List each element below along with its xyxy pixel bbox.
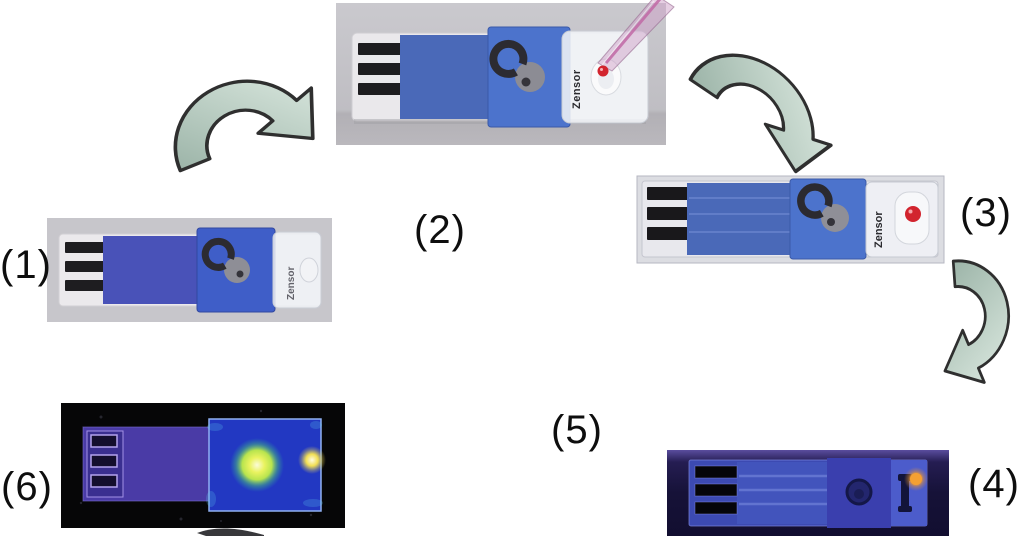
photo-step-1: Zensor <box>47 218 332 322</box>
photo-step-6 <box>61 403 345 528</box>
arrow-shape <box>943 259 1010 384</box>
arrow-shape <box>688 53 833 174</box>
step-label-1: (1) <box>0 243 52 287</box>
working-electrode-ring <box>489 39 545 92</box>
brand-text-vertical: Zensor <box>873 211 885 248</box>
sample-well <box>299 257 319 283</box>
red-sample-glint <box>908 209 913 214</box>
blue-strip-uv <box>737 462 831 524</box>
working-electrode-ring-uv <box>845 478 873 506</box>
sample-drop-glint <box>600 68 603 71</box>
arrowhead-shape <box>197 528 264 536</box>
step-label-6: (6) <box>1 465 53 509</box>
orange-fluorescent-dot <box>910 473 922 485</box>
background-noise <box>79 409 313 522</box>
photo-step-2: Zensor <box>336 0 675 145</box>
electrode-pads <box>90 434 118 488</box>
working-electrode-ring <box>201 237 250 283</box>
photo-step-3: Zensor <box>636 175 945 264</box>
step-label-5: (5) <box>551 408 603 452</box>
small-fluorescent-spot <box>298 446 326 474</box>
electrode-pads <box>647 187 691 240</box>
brand-text-vertical: Zensor <box>571 69 583 109</box>
electrode-chip-device: Zensor <box>351 0 675 128</box>
brand-text-vertical: Zensor <box>286 267 297 300</box>
electrode-pads <box>358 43 404 95</box>
pipette-tip-icon <box>597 0 675 72</box>
arrow-shape <box>173 79 315 173</box>
strip-striations <box>739 474 829 506</box>
sample-drop <box>597 65 609 77</box>
uv-lit-device <box>82 418 326 512</box>
curved-arrow-step1-to-step2 <box>173 79 315 173</box>
curved-arrow-step3-to-step4 <box>943 259 1010 384</box>
step-label-2: (2) <box>414 208 466 252</box>
partial-arrowhead <box>197 528 264 536</box>
red-sample-dot <box>905 206 921 222</box>
step-label-4: (4) <box>968 462 1020 506</box>
clear-reservoir-piece: Zensor <box>865 181 939 258</box>
electrode-pads <box>694 465 738 515</box>
clear-reservoir-piece: Zensor <box>272 231 322 309</box>
uv-lit-device <box>688 458 928 528</box>
electrode-chip-device: Zensor <box>58 227 322 313</box>
step-label-3: (3) <box>960 191 1012 235</box>
curved-arrow-step2-to-step3 <box>688 53 833 174</box>
electrode-pads <box>65 242 107 291</box>
electrode-chip-device: Zensor <box>641 178 939 260</box>
working-electrode-ring <box>797 183 849 232</box>
photo-step-4 <box>667 450 949 536</box>
large-fluorescent-spot <box>230 438 284 492</box>
panel-mottling <box>206 421 323 507</box>
